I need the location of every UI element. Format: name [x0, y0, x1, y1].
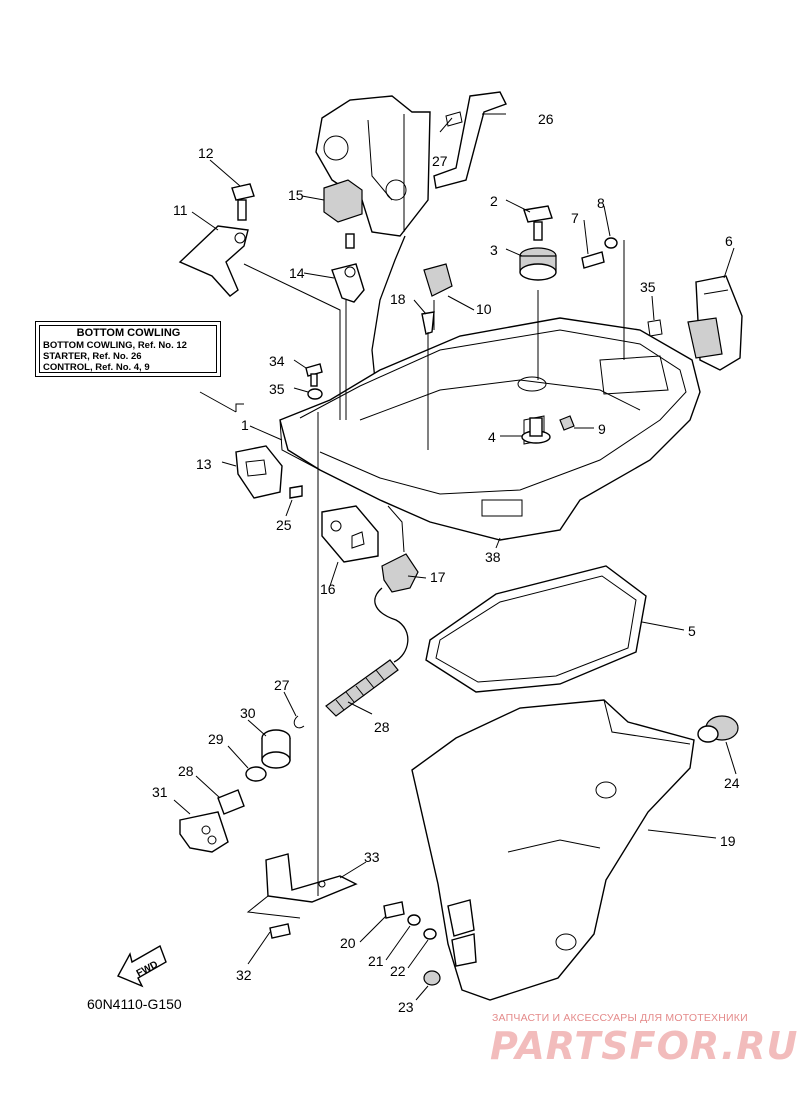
collar-4-part [521, 417, 551, 444]
callout-7: 7 [571, 210, 579, 226]
callout-27: 27 [432, 153, 448, 169]
washer-21-part [407, 914, 421, 926]
nut-9-part [559, 415, 575, 431]
callout-34: 33 [364, 849, 380, 865]
bracket-32-part [179, 811, 229, 853]
screw-35-part [305, 363, 323, 387]
callout-2: 2 [490, 193, 498, 209]
callout-14: 14 [289, 265, 305, 281]
note-inner-frame: BOTTOM COWLING BOTTOM COWLING, Ref. No. … [39, 325, 217, 373]
note-title: BOTTOM COWLING [76, 327, 181, 339]
bottom-cowling-1-part [279, 317, 701, 541]
callout-16: 16 [320, 581, 336, 597]
washer-8-part [604, 237, 618, 249]
note-line-2: STARTER, Ref. No. 26 [43, 351, 142, 362]
screw-7-part [581, 251, 605, 269]
callout-15: 15 [288, 187, 304, 203]
callout-26: 26 [538, 111, 554, 127]
callout-labels: 26 27 12 11 15 14 2 3 7 8 6 35 18 10 34 … [152, 111, 740, 1015]
grommet-17-part [381, 553, 419, 593]
callout-37: 35 [640, 279, 656, 295]
leader-lines [173, 113, 737, 1001]
bracket-11-part [178, 225, 249, 297]
screw-20-part [383, 901, 405, 919]
callout-30: 29 [208, 731, 224, 747]
latch-6-part [687, 275, 743, 371]
callout-19: 19 [720, 833, 736, 849]
clip-18-part [421, 311, 435, 335]
grommet-3-part [519, 247, 557, 281]
label-37-part [647, 319, 663, 337]
callout-13: 13 [196, 456, 212, 472]
callout-6: 6 [725, 233, 733, 249]
gasket-5-part [425, 565, 647, 693]
bottom-cowling-note-box: BOTTOM COWLING BOTTOM COWLING, Ref. No. … [35, 321, 221, 377]
callout-35: 34 [269, 353, 285, 369]
callout-31: 30 [240, 705, 256, 721]
callout-12: 12 [198, 145, 214, 161]
fwd-arrow-icon: FWD [117, 944, 167, 988]
callout-27-lower: 27 [274, 677, 290, 693]
nut-31-part [261, 729, 291, 769]
callout-1: 1 [241, 417, 249, 433]
callout-8: 8 [597, 195, 605, 211]
callout-38: 38 [485, 549, 501, 565]
callout-23: 23 [398, 999, 414, 1015]
watermark-logo: PARTSFOR.RU [490, 1024, 799, 1068]
callout-28: 28 [374, 719, 390, 735]
note-line-3: CONTROL, Ref. No. 4, 9 [43, 362, 150, 373]
watermark-caption: ЗАПЧАСТИ И АКСЕССУАРЫ ДЛЯ МОТОТЕХНИКИ [492, 1012, 748, 1024]
grommet-24-part [697, 715, 739, 743]
callout-20: 20 [340, 935, 356, 951]
washer-36-part [307, 388, 323, 400]
callout-25: 25 [276, 517, 292, 533]
grommet-10-part [423, 263, 453, 297]
note-line-1: BOTTOM COWLING, Ref. No. 12 [43, 340, 187, 351]
washer-22-part [423, 928, 437, 940]
screw-33-part [269, 923, 291, 939]
nut-23-part [423, 970, 441, 986]
cable-28-part [325, 587, 409, 717]
bolt-12-part [231, 183, 255, 221]
grommet-25-part [289, 485, 303, 499]
callout-24: 24 [724, 775, 740, 791]
callout-4: 4 [488, 429, 496, 445]
bolt-2-part [523, 205, 553, 241]
lower-cover-19-part [411, 699, 695, 1001]
plate-16-part [321, 505, 379, 563]
callout-10: 10 [476, 301, 492, 317]
callout-11: 11 [173, 202, 188, 218]
seal-13-part [235, 445, 283, 499]
callout-9: 9 [598, 421, 606, 437]
callout-36: 35 [269, 381, 285, 397]
callout-29: 28 [178, 763, 194, 779]
callout-21: 21 [368, 953, 384, 969]
callout-32: 31 [152, 784, 168, 800]
callout-18: 18 [390, 291, 406, 307]
callout-5: 5 [688, 623, 696, 639]
part-14 [331, 263, 365, 303]
fitting-29-part [217, 789, 245, 815]
catalog-code: 60N4110-G150 [87, 996, 182, 1012]
clip-27-lower-part [293, 715, 305, 729]
washer-30-part [245, 766, 267, 782]
callout-22: 22 [390, 963, 406, 979]
part-15 [323, 179, 363, 249]
callout-33: 32 [236, 967, 252, 983]
bracket-34-part [265, 853, 358, 903]
callout-17: 17 [430, 569, 446, 585]
starter-lever-part [433, 91, 507, 189]
callout-3: 3 [490, 242, 498, 258]
